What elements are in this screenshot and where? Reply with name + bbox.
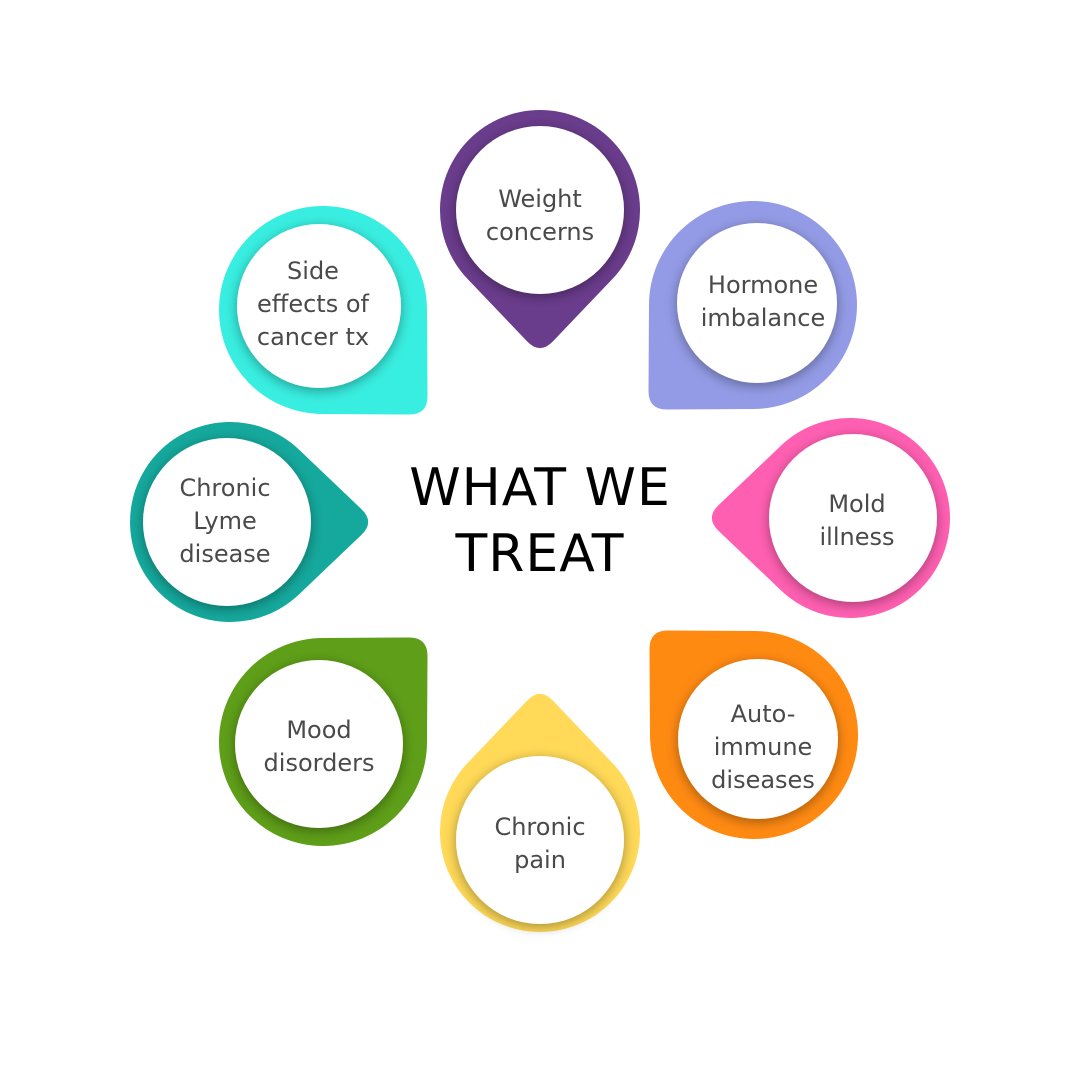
label-chronic-lyme-disease: Chronic Lyme disease [150,472,300,571]
label-line: diseases [711,766,815,794]
petal-weight [440,110,640,349]
label-line: Chronic [494,813,586,841]
label-line: Chronic [179,474,271,502]
label-line: disease [179,540,271,568]
label-hormone-imbalance: Hormone imbalance [688,269,838,335]
label-line: Mold [828,490,886,518]
petal-inner-circle [456,756,624,924]
petal-cancer [219,206,428,415]
petal-mood [219,637,428,846]
label-line: Mood [286,716,352,744]
label-line: Auto- [730,700,796,728]
label-line: illness [819,523,895,551]
petal-inner-circle [456,126,624,294]
petal-inner-circle [235,660,403,828]
petal-mold [711,418,950,619]
title-line-1: WHAT WE [409,458,671,518]
label-line: Weight [498,185,582,213]
label-line: Hormone [707,271,819,299]
label-mold-illness: Mold illness [782,488,932,554]
label-line: effects of [257,290,369,318]
title-line-2: TREAT [455,524,625,584]
petal-inner-circle [237,224,401,388]
label-side-effects-cancer-tx: Side effects of cancer tx [238,255,388,354]
label-autoimmune-diseases: Auto- immune diseases [688,698,838,797]
petal-pain [440,693,640,932]
petal-autoimmune [649,630,858,839]
petal-hormone [648,201,857,410]
label-mood-disorders: Mood disorders [244,714,394,780]
label-line: Side [287,257,339,285]
label-line: Lyme [193,507,257,535]
label-weight-concerns: Weight concerns [465,183,615,249]
label-line: disorders [263,749,375,777]
label-line: cancer tx [256,323,370,351]
petal-inner-circle [143,438,311,606]
petal-lyme [130,422,369,623]
label-line: imbalance [700,304,826,332]
label-line: concerns [485,218,595,246]
label-line: pain [514,846,566,874]
label-chronic-pain: Chronic pain [465,811,615,877]
center-title: WHAT WE TREAT [340,455,740,587]
petal-inner-circle [678,659,838,819]
petal-inner-circle [769,434,937,602]
petal-inner-circle [677,223,837,383]
label-line: immune [713,733,813,761]
